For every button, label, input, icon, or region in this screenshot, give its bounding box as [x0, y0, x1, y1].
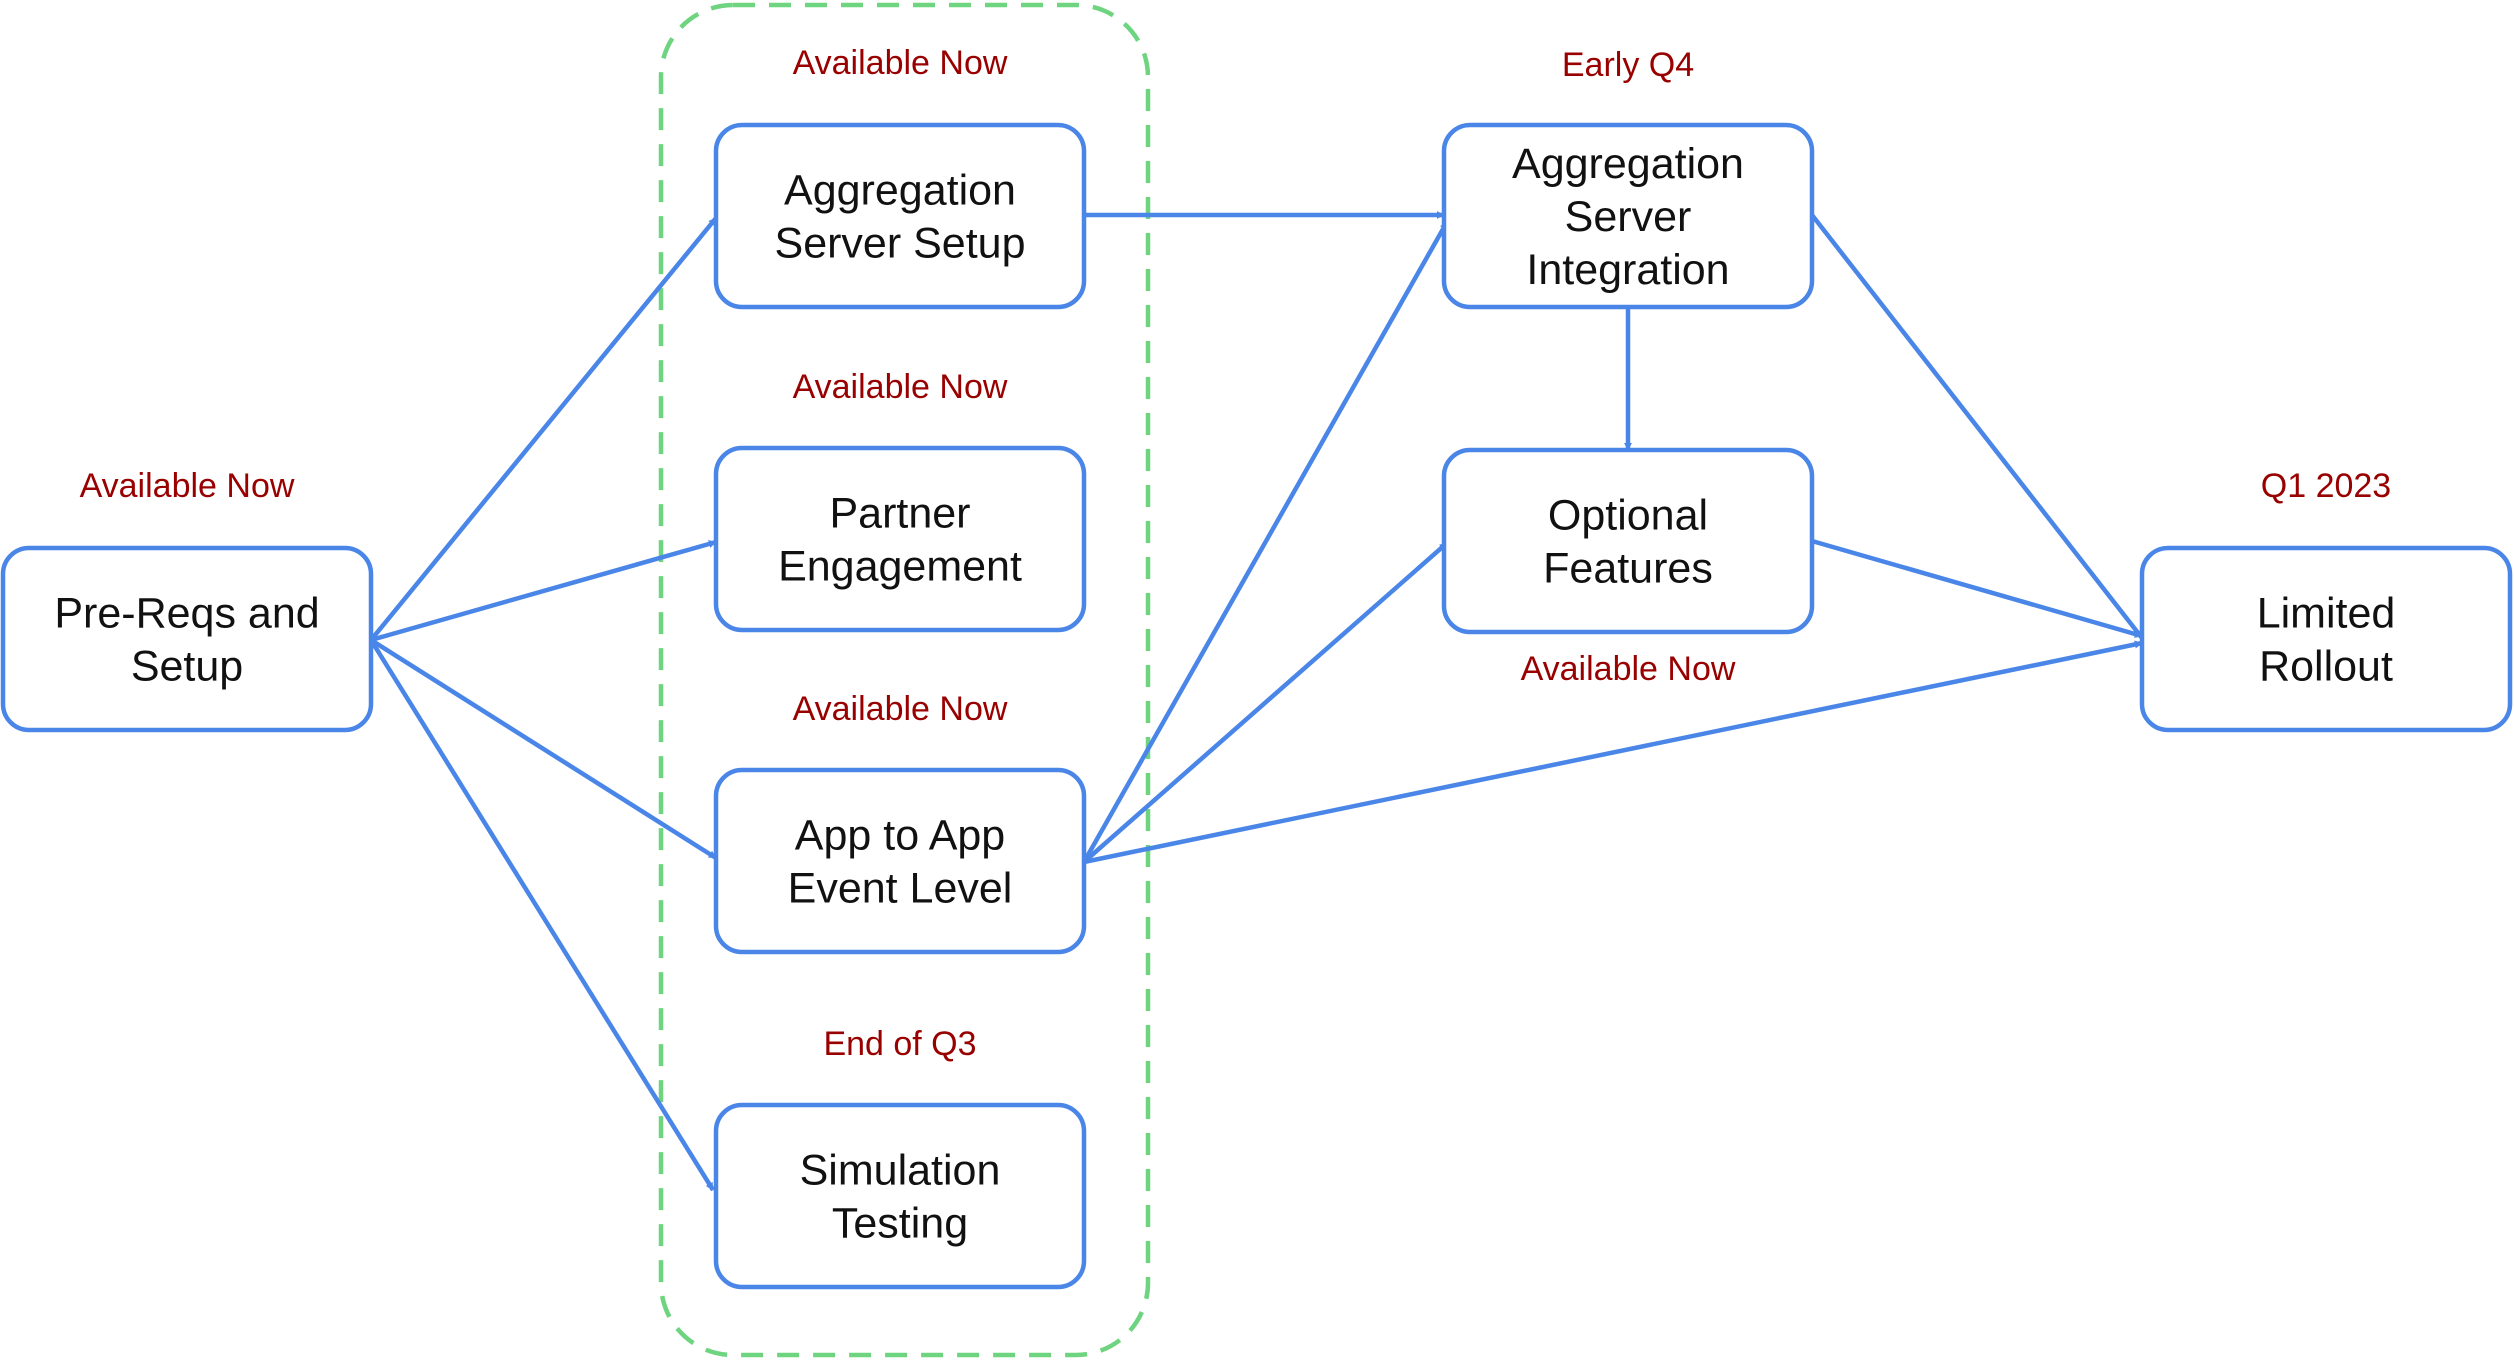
node-label-agg_integration-line-3: Integration [1526, 246, 1729, 294]
node-label-agg_integration-line-1: Aggregation [1512, 140, 1744, 188]
node-label-agg_setup-line-1: Aggregation [784, 167, 1016, 215]
status-label-partner: Available Now [793, 368, 1008, 406]
node-box-optional [1441, 447, 1815, 635]
status-label-optional: Available Now [1521, 650, 1736, 688]
node-label-prereqs-line-1: Pre-Reqs and [54, 590, 319, 638]
node-label-app_event-line-2: Event Level [788, 865, 1013, 913]
status-label-agg_integration: Early Q4 [1562, 46, 1694, 84]
edge-app_event-to-optional [1082, 541, 1449, 864]
node-label-app_event-line-1: App to App [795, 812, 1005, 860]
node-box-prereqs [0, 545, 374, 733]
edge-app_event-to-agg_integration [1082, 220, 1449, 864]
node-label-optional-line-2: Features [1543, 545, 1713, 593]
node-box-simulation [713, 1102, 1087, 1290]
status-label-prereqs: Available Now [80, 467, 295, 505]
node-label-optional-line-1: Optional [1548, 492, 1708, 540]
node-box-agg_integration [1441, 122, 1815, 310]
node-label-rollout-line-1: Limited [2257, 590, 2396, 638]
parallel-tracks-group [658, 2, 1151, 1358]
node-label-simulation-line-1: Simulation [800, 1147, 1001, 1195]
edge-optional-to-rollout [1811, 538, 2143, 639]
node-label-agg_setup-line-2: Server Setup [775, 220, 1026, 268]
edge-prereqs-to-agg_setup [369, 216, 718, 642]
edge-prereqs-to-simulation [369, 638, 715, 1192]
edges-layer [369, 211, 2144, 1192]
node-label-simulation-line-2: Testing [832, 1200, 968, 1248]
node-box-rollout [2139, 545, 2513, 733]
edge-app_event-to-rollout [1083, 640, 2143, 865]
node-box-agg_setup [713, 122, 1087, 310]
node-label-partner-line-1: Partner [829, 490, 970, 538]
node-label-partner-line-2: Engagement [778, 543, 1022, 591]
node-label-agg_integration-line-2: Server [1565, 193, 1692, 241]
status-label-agg_setup: Available Now [793, 44, 1008, 82]
node-box-app_event [713, 767, 1087, 955]
status-label-app_event: Available Now [793, 690, 1008, 728]
status-label-rollout: Q1 2023 [2261, 467, 2391, 505]
edge-prereqs-to-app_event [369, 638, 718, 860]
node-label-prereqs-line-2: Setup [131, 643, 243, 691]
edge-prereqs-to-partner [370, 539, 717, 643]
edge-agg_integration-to-rollout [1810, 213, 2144, 640]
node-box-partner [713, 445, 1087, 633]
node-label-rollout-line-2: Rollout [2259, 643, 2393, 691]
status-label-simulation: End of Q3 [823, 1025, 976, 1063]
